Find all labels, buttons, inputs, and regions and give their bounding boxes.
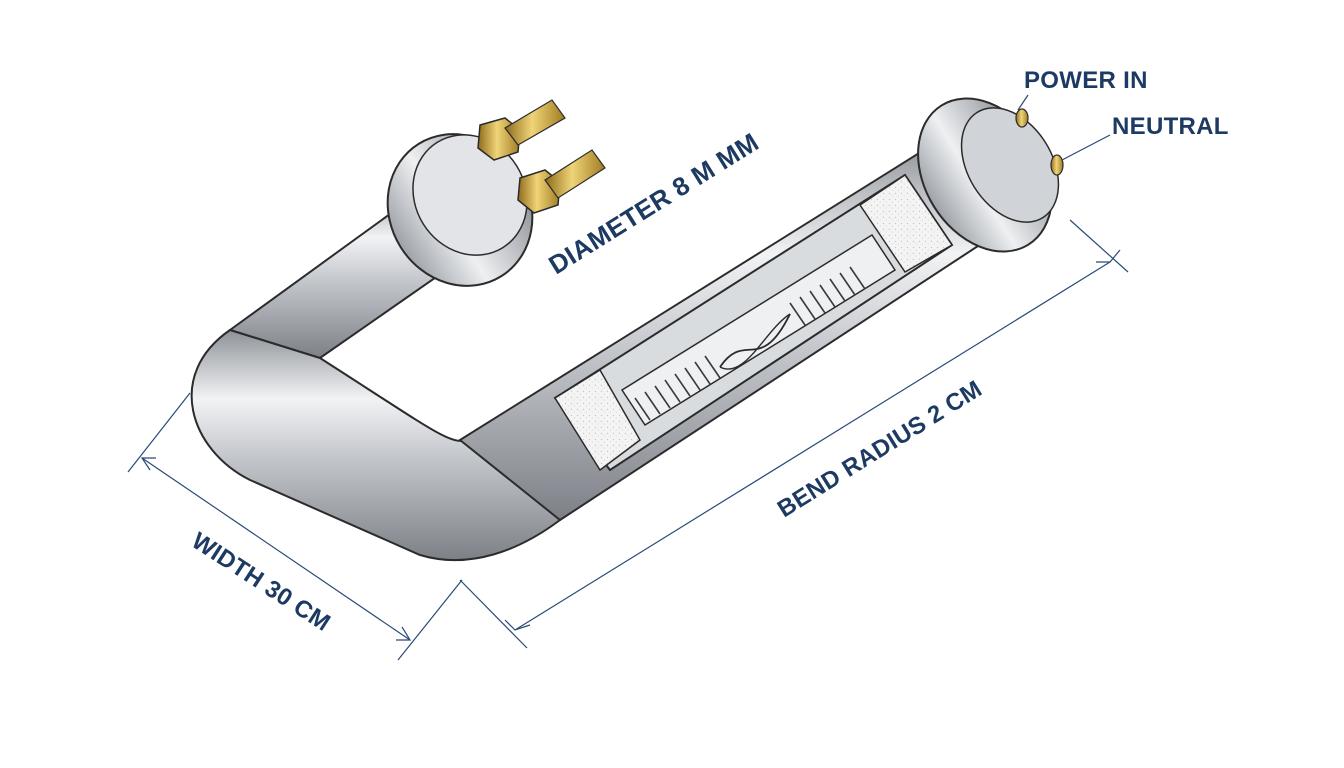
right-end-cap xyxy=(917,97,1064,253)
insulation-left xyxy=(553,368,641,472)
tube-bend xyxy=(190,328,562,562)
insulation-right xyxy=(858,173,954,273)
heating-coil xyxy=(634,266,866,421)
right-terminal-neutral xyxy=(1050,154,1064,176)
coil-wire-return xyxy=(719,313,791,370)
neutral-label: NEUTRAL xyxy=(1112,113,1229,140)
power-in-label: POWER IN xyxy=(1024,67,1148,94)
left-end-cap xyxy=(386,133,534,287)
coil-wire xyxy=(719,313,791,368)
neutral-leader xyxy=(1061,134,1111,161)
diameter-label: DIAMETER 8 M MM xyxy=(543,127,764,280)
right-terminal-power xyxy=(1015,108,1029,128)
bend-radius-label: BEND RADIUS 2 CM xyxy=(773,375,987,523)
brass-terminal-lower xyxy=(517,149,606,214)
brass-terminal-upper xyxy=(477,99,566,161)
width-dimension xyxy=(127,392,463,661)
width-label: WIDTH 30 CM xyxy=(187,527,335,636)
inner-tube xyxy=(620,233,897,427)
bend-radius-dimension xyxy=(459,219,1129,649)
cutaway-section xyxy=(553,173,954,472)
power-in-leader xyxy=(1017,94,1029,111)
